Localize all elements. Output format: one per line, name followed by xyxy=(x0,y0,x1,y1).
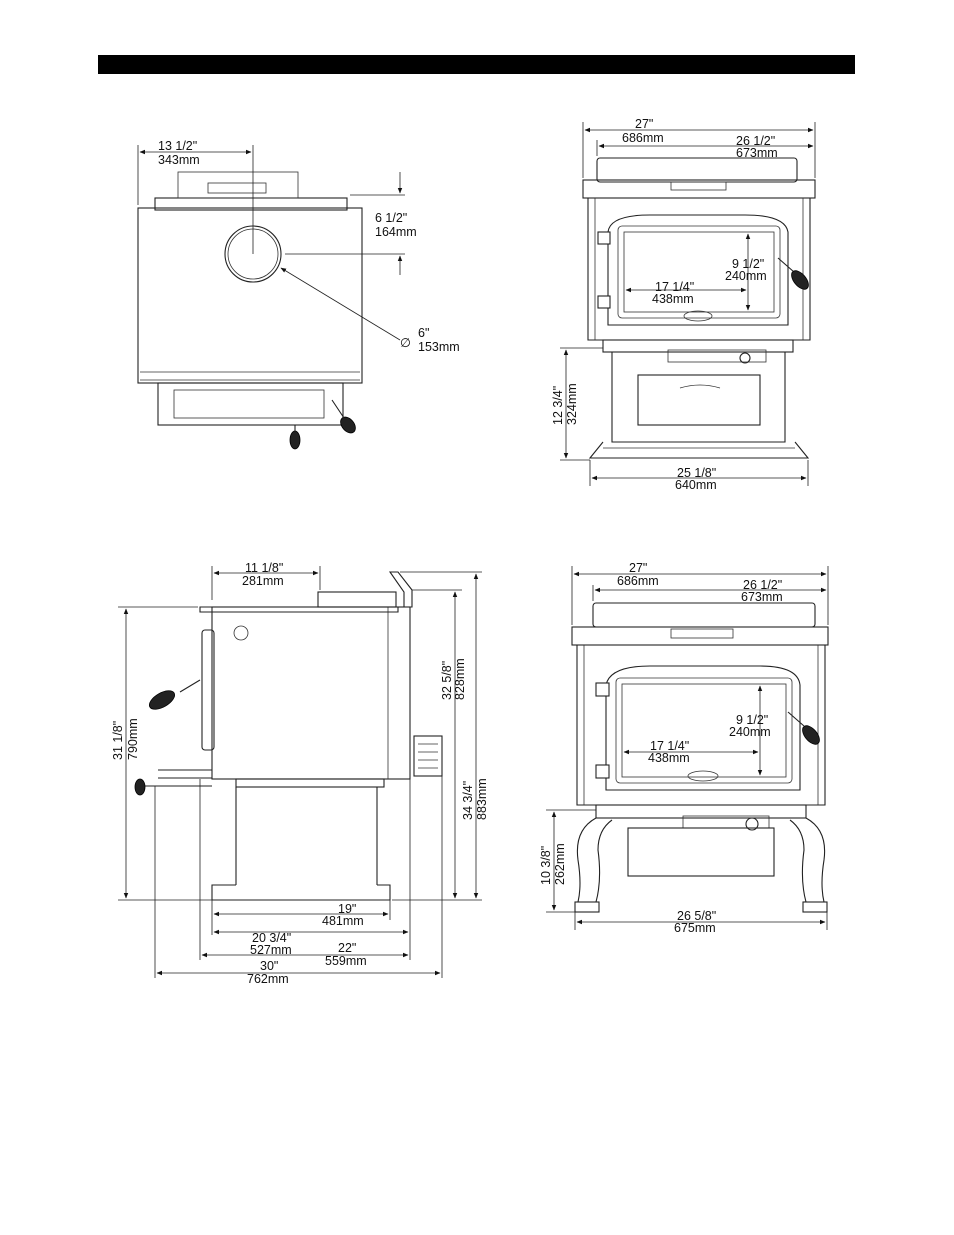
side-flue-offset-in: 11 1/8" xyxy=(245,561,283,575)
side-overall-depth-in: 30" xyxy=(260,959,278,973)
side-total-height-in: 34 3/4" xyxy=(461,781,475,820)
leg-height-in: 10 3/8" xyxy=(539,846,553,885)
legs-glass-height-mm: 240mm xyxy=(729,725,771,739)
flue-diameter-symbol: ∅ xyxy=(400,336,411,350)
glass-width-in: 17 1/4" xyxy=(655,280,694,294)
legs-base-mm: 675mm xyxy=(674,921,716,935)
front-width-mm: 686mm xyxy=(622,131,664,145)
pedestal-height-mm: 324mm xyxy=(565,383,579,425)
top-offset-in: 6 1/2" xyxy=(375,211,407,225)
pedestal-height-in: 12 3/4" xyxy=(551,386,565,425)
side-overall-depth-mm: 762mm xyxy=(247,972,289,986)
legs-width-mm: 686mm xyxy=(617,574,659,588)
handle-icon xyxy=(802,725,820,745)
side-depth-in: 22" xyxy=(338,941,356,955)
handle-icon xyxy=(148,690,176,710)
side-depth-mm: 559mm xyxy=(325,954,367,968)
logo-icon xyxy=(233,625,249,641)
front-view-pedestal: 27" 686mm 26 1/2" 673mm 9 1/2" 240mm 17 … xyxy=(551,117,816,492)
side-top-height-mm: 828mm xyxy=(453,658,467,700)
side-body-in: 20 3/4" xyxy=(252,931,291,945)
handle-icon xyxy=(340,416,356,434)
legs-glass-width-in: 17 1/4" xyxy=(650,739,689,753)
header-bar xyxy=(98,55,855,74)
side-overall-height-in: 31 1/8" xyxy=(111,721,125,760)
glass-height-mm: 240mm xyxy=(725,269,767,283)
pedestal-base-mm: 640mm xyxy=(675,478,717,492)
side-base-mm: 481mm xyxy=(322,914,364,928)
pedestal-base-in: 25 1/8" xyxy=(677,466,716,480)
top-offset-mm: 164mm xyxy=(375,225,417,239)
side-total-height-mm: 883mm xyxy=(475,778,489,820)
side-view: 11 1/8" 281mm 31 1/8" 790mm 32 5/8" 828m… xyxy=(111,561,489,986)
front-top-in: 26 1/2" xyxy=(736,134,775,148)
top-depth-mm: 343mm xyxy=(158,153,200,167)
side-base-in: 19" xyxy=(338,902,356,916)
front-width-in: 27" xyxy=(635,117,653,131)
handle-icon xyxy=(791,270,809,290)
handle-icon xyxy=(289,430,301,450)
side-top-height-in: 32 5/8" xyxy=(440,661,454,700)
legs-top-mm: 673mm xyxy=(741,590,783,604)
flue-diameter-mm: 153mm xyxy=(418,340,460,354)
side-flue-offset-mm: 281mm xyxy=(242,574,284,588)
legs-base-in: 26 5/8" xyxy=(677,909,716,923)
front-top-mm: 673mm xyxy=(736,146,778,160)
front-view-legs: 27" 686mm 26 1/2" 673mm 9 1/2" 240mm 17 … xyxy=(539,561,829,935)
handle-icon xyxy=(134,778,146,796)
leg-height-mm: 262mm xyxy=(553,843,567,885)
glass-height-in: 9 1/2" xyxy=(732,257,764,271)
legs-glass-width-mm: 438mm xyxy=(648,751,690,765)
flue-diameter-in: 6" xyxy=(418,326,429,340)
legs-top-in: 26 1/2" xyxy=(743,578,782,592)
legs-glass-height-in: 9 1/2" xyxy=(736,713,768,727)
side-overall-height-mm: 790mm xyxy=(126,718,140,760)
glass-width-mm: 438mm xyxy=(652,292,694,306)
legs-width-in: 27" xyxy=(629,561,647,575)
top-view: 13 1/2" 343mm 6 1/2" 164mm ∅ 6" 153mm xyxy=(137,139,460,450)
top-depth-in: 13 1/2" xyxy=(158,139,197,153)
